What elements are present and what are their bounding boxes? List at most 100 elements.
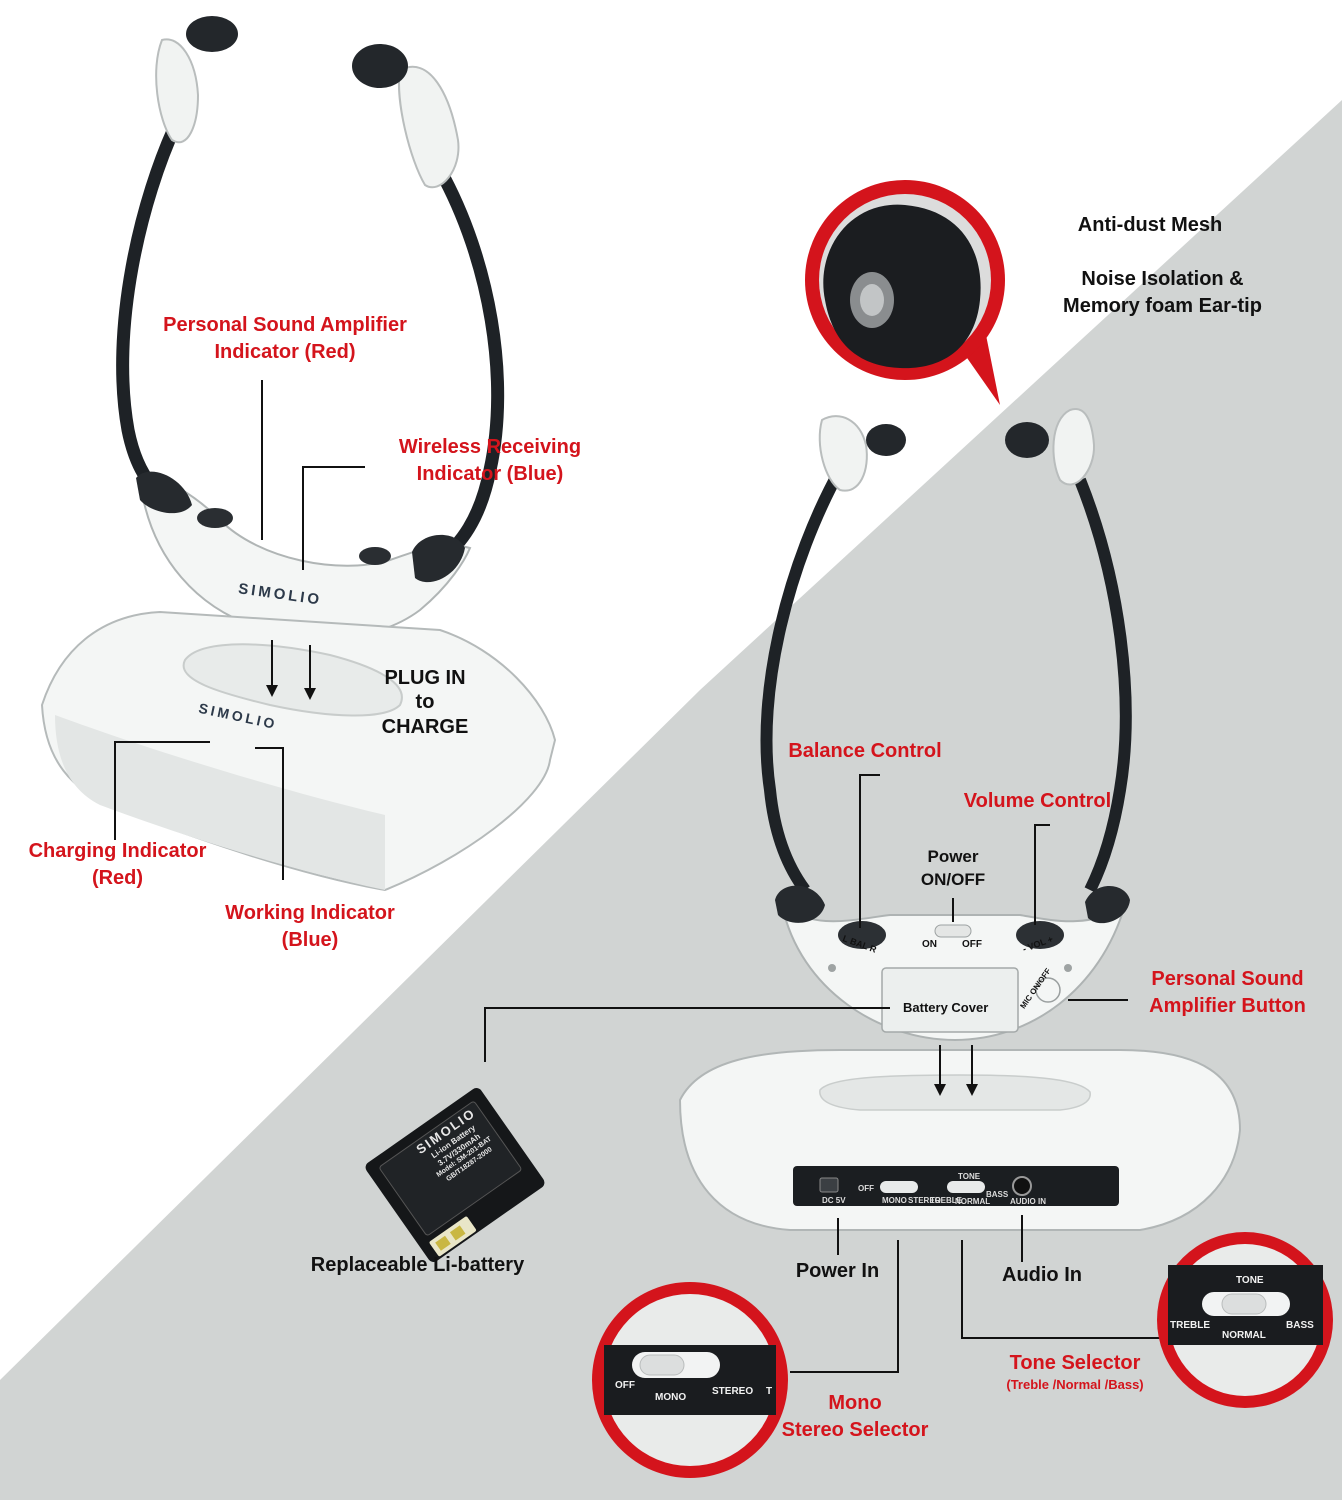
rear-normal-print: NORMAL [955, 1197, 991, 1206]
label-plug-in-line1: PLUG IN [384, 667, 466, 689]
top-base-cradle [182, 643, 403, 717]
label-power-switch: Power ON/OFF [893, 846, 1013, 892]
label-tone-selector-subtitle: (Treble /Normal /Bass) [1006, 1377, 1144, 1392]
right-headset-illustration [760, 408, 1132, 1042]
top-base-front-face [55, 715, 385, 890]
rear-mono-mono-print: MONO [882, 1196, 907, 1205]
rear-mono-off-print: OFF [858, 1184, 874, 1193]
tone-zoom-switch-knob [1221, 1293, 1267, 1315]
label-noise-isolation: Noise Isolation & Memory foam Ear-tip [1030, 266, 1295, 320]
right-headset-earbud-left [818, 415, 868, 492]
right-base-illustration [678, 1049, 1242, 1231]
switch-off-print: OFF [962, 939, 982, 950]
label-mono-stereo-line1: Mono [828, 1392, 882, 1414]
label-plug-in-line2: to [415, 691, 435, 714]
label-wireless-indicator-line2: Indicator (Blue) [416, 463, 564, 485]
arrow-head-left [266, 685, 278, 697]
battery-illustration [365, 1088, 545, 1262]
battery-sticker [379, 1101, 522, 1236]
top-headset-eartip-right [352, 44, 408, 88]
audio-in-jack [1012, 1176, 1032, 1196]
right-base-cradle [819, 1074, 1091, 1111]
mono-zoom-off-print: OFF [615, 1380, 635, 1391]
mic-button [1035, 977, 1061, 1003]
label-audio-in: Audio In [1002, 1264, 1082, 1286]
right-headset-eartip-left [866, 424, 906, 456]
leader-battery [484, 1007, 890, 1062]
tone-switch [947, 1181, 985, 1193]
arrow-head-right [304, 688, 316, 700]
rear-treble-print: TREBLE [930, 1196, 962, 1205]
label-power-in: Power In [795, 1260, 880, 1282]
mono-zoom-switch-knob [639, 1354, 685, 1376]
leader-mono-selector [790, 1240, 899, 1373]
leader-working-indicator [255, 747, 284, 880]
label-wireless-indicator-line1: Wireless Receiving [398, 436, 582, 458]
top-leader-lines [114, 380, 365, 880]
label-tone-selector: Tone Selector [1009, 1352, 1141, 1374]
rear-dc-print: DC 5V [822, 1196, 846, 1205]
ear-tip-zoom [805, 180, 1005, 405]
tone-zoom-bass-print: BASS [1286, 1320, 1314, 1331]
label-noise-isolation-line1: Noise Isolation & [1081, 268, 1244, 290]
label-volume-control: Volume Control [963, 790, 1112, 812]
right-headset-right-joint [1085, 886, 1130, 924]
top-headset-right-knob [359, 547, 391, 565]
top-headset-band-right [434, 166, 505, 566]
label-working-indicator-line1: Working Indicator [225, 902, 395, 924]
label-amplifier-indicator: Personal Sound Amplifier Indicator (Red) [120, 312, 450, 366]
battery-cover-print: Battery Cover [903, 1000, 989, 1015]
label-amplifier-indicator-line2: Indicator (Red) [214, 341, 356, 363]
top-headset-left-knob [197, 508, 233, 528]
label-amplifier-button-line1: Personal Sound [1151, 968, 1304, 990]
tone-zoom-normal-print: NORMAL [1222, 1330, 1266, 1341]
leader-tone-selector [961, 1240, 1168, 1339]
top-headset-left-joint [136, 471, 192, 514]
mono-zoom-stereo-print: STEREO [712, 1386, 754, 1397]
label-mono-stereo-selector: Mono Stereo Selector [760, 1390, 950, 1444]
volume-knob [1016, 921, 1064, 949]
label-anti-dust: Anti-dust Mesh [1077, 214, 1223, 236]
dc-jack [819, 1177, 839, 1193]
leader-charging-indicator [114, 741, 210, 840]
label-working-indicator-line2: (Blue) [281, 929, 339, 951]
top-headset-earbud-left [155, 38, 200, 144]
ear-tip-foam [823, 204, 981, 369]
label-mono-stereo-line2: Stereo Selector [781, 1419, 929, 1441]
label-amplifier-button-line2: Amplifier Button [1149, 995, 1306, 1017]
label-working-indicator: Working Indicator (Blue) [200, 900, 420, 954]
right-headset-left-joint [775, 885, 825, 923]
label-noise-isolation-line2: Memory foam Ear-tip [1063, 295, 1262, 317]
right-headset-eartip-right [1005, 422, 1049, 458]
right-arrow-head-left [934, 1084, 946, 1096]
balance-knob [838, 921, 886, 949]
right-headset-band-right [1074, 477, 1132, 893]
leader-volume-control [1034, 824, 1050, 925]
rear-audio-in-print: AUDIO IN [1010, 1197, 1046, 1206]
leader-wireless-indicator [302, 466, 365, 570]
top-base-illustration [40, 610, 557, 892]
label-plug-in-line3: CHARGE [381, 715, 469, 738]
label-balance-control: Balance Control [788, 740, 942, 762]
rear-tone-print: TONE [958, 1172, 981, 1181]
rear-mono-stereo-print: STEREO [908, 1196, 941, 1205]
label-charging-indicator: Charging Indicator (Red) [5, 838, 230, 892]
label-plug-in: PLUG IN to CHARGE [360, 666, 490, 739]
mono-zoom-illustration [592, 1282, 788, 1478]
leader-balance-control [859, 774, 880, 928]
label-charging-indicator-line1: Charging Indicator [28, 840, 207, 862]
label-amplifier-indicator-line1: Personal Sound Amplifier [163, 314, 407, 336]
mono-zoom-cut-print: T [766, 1386, 773, 1397]
headset-screw-right [1064, 964, 1072, 972]
power-switch [934, 924, 972, 938]
label-power-line2: ON/OFF [920, 869, 986, 889]
label-amplifier-button: Personal Sound Amplifier Button [1125, 966, 1330, 1020]
mono-zoom-mono-print: MONO [655, 1392, 687, 1403]
top-headset-right-joint [412, 534, 465, 583]
battery-contact-a [435, 1235, 451, 1251]
right-leader-lines [484, 774, 1168, 1373]
right-headset-band-left [760, 467, 846, 894]
tone-zoom-tone-print: TONE [1236, 1275, 1264, 1286]
label-replaceable-battery: Replaceable Li-battery [310, 1254, 525, 1276]
